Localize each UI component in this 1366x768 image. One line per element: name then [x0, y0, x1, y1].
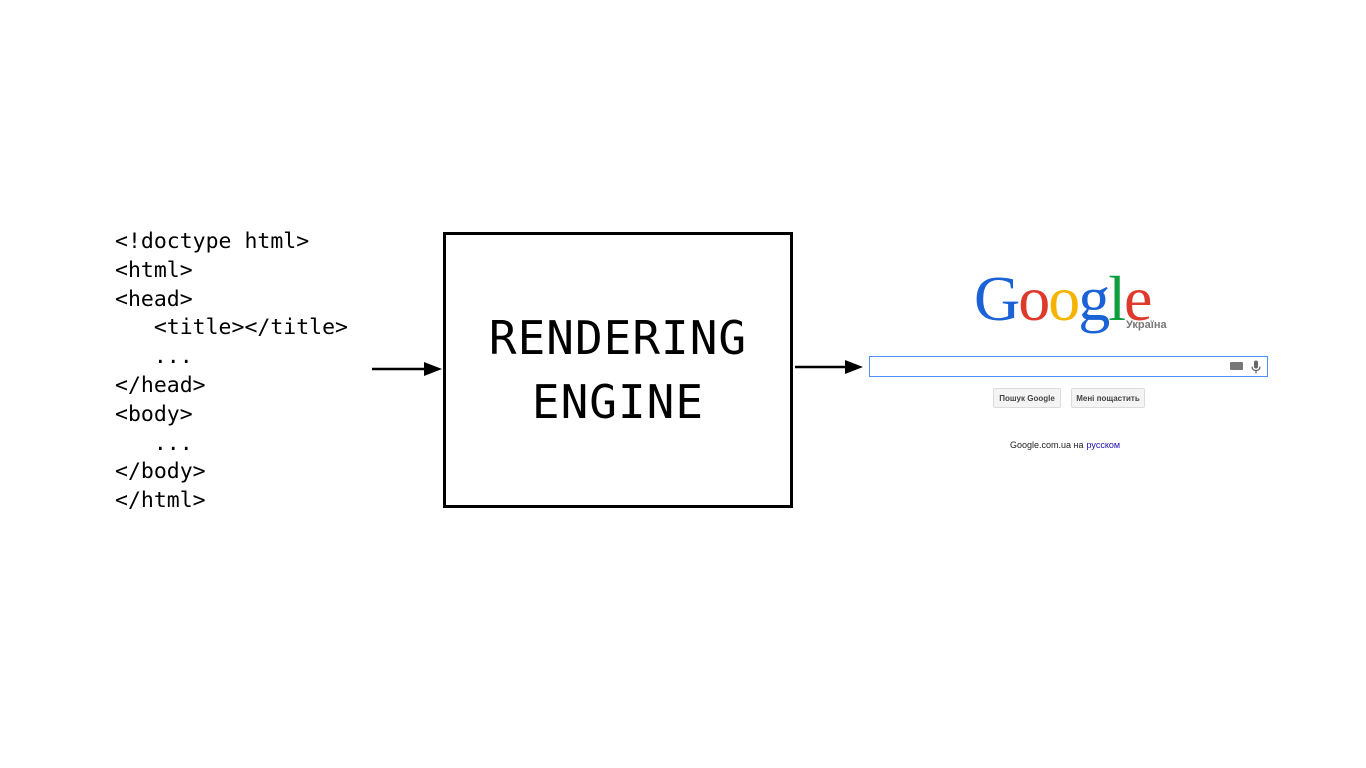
code-line: ... [115, 344, 193, 370]
language-link[interactable]: русском [1086, 440, 1121, 450]
search-input[interactable] [869, 356, 1268, 377]
google-search-button[interactable]: Пошук Google [993, 388, 1061, 408]
code-line: <!doctype html> [115, 229, 310, 254]
feeling-lucky-button[interactable]: Мені пощастить [1071, 388, 1145, 408]
region-label: Україна [1126, 319, 1167, 331]
code-line: </head> [115, 372, 206, 398]
html-source-code: <!doctype html> <html> <head> <title></t… [115, 228, 348, 516]
engine-label-line2: ENGINE [531, 375, 705, 429]
logo-letter: o [1018, 263, 1050, 334]
logo-letter: o [1048, 263, 1080, 334]
code-line: </body> [115, 459, 206, 485]
rendering-engine-box: RENDERING ENGINE [443, 232, 793, 508]
logo-letter: g [1078, 263, 1110, 334]
code-line: <html> [115, 257, 193, 283]
google-logo: Google [974, 263, 1152, 334]
footer-text: Google.com.ua на [1010, 440, 1084, 450]
code-line: <body> [115, 401, 193, 427]
code-line: <title></title> [115, 315, 348, 341]
keyboard-icon[interactable] [1230, 362, 1243, 370]
input-arrow [372, 362, 442, 376]
code-line: </html> [115, 488, 206, 514]
microphone-icon[interactable] [1250, 360, 1262, 374]
logo-letter: l [1108, 263, 1126, 334]
rendered-google-page: Google Україна Пошук Google Мені пощасти… [868, 262, 1270, 462]
code-line: <head> [115, 286, 193, 312]
code-line: ... [115, 430, 193, 456]
logo-letter: G [974, 263, 1020, 334]
engine-label-line1: RENDERING [488, 311, 748, 365]
logo-letter: e [1124, 263, 1152, 334]
output-arrow [795, 360, 863, 374]
